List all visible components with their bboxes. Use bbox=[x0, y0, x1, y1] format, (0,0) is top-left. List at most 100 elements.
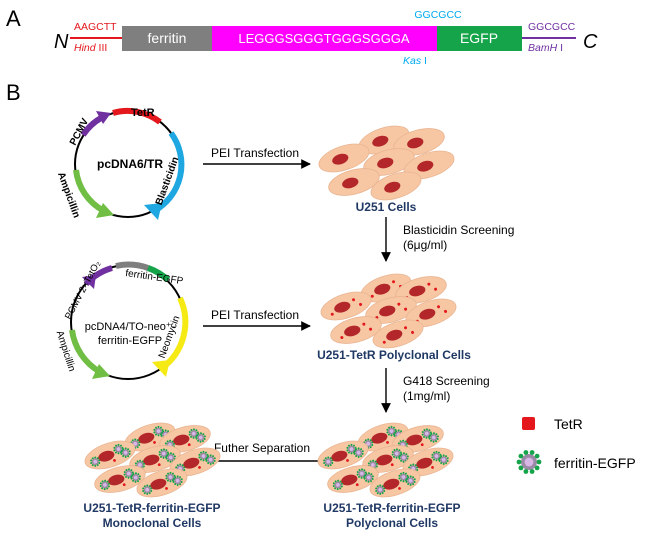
ferritin-egfp-particle bbox=[158, 448, 169, 459]
tetr-dot bbox=[370, 294, 374, 298]
cell bbox=[402, 447, 454, 477]
tetr-dot bbox=[404, 307, 408, 311]
fe-polyclonal-caption-line1: U251-TetR-ferritin-EGFP bbox=[323, 501, 460, 515]
ferritin-egfp-particle bbox=[375, 484, 386, 495]
ferritin-block bbox=[122, 26, 212, 51]
ferritin-egfp-particle bbox=[165, 452, 176, 463]
ferritin-egfp-particle bbox=[421, 428, 432, 439]
egfp-block-label: EGFP bbox=[460, 30, 498, 46]
fe-monoclonal-caption-line1: U251-TetR-ferritin-EGFP bbox=[83, 501, 220, 515]
c-terminus-label: C bbox=[583, 31, 598, 53]
ferritin-egfp-particle bbox=[99, 479, 110, 491]
cell-nucleus bbox=[143, 454, 160, 466]
cell-nucleus bbox=[384, 181, 401, 193]
tetr-dot bbox=[437, 305, 441, 309]
cell-nucleus bbox=[371, 432, 388, 444]
ferritin-block-label: ferritin bbox=[148, 30, 187, 46]
ferritin-egfp-particle bbox=[195, 432, 206, 443]
cell bbox=[330, 316, 382, 344]
cell-nucleus bbox=[406, 434, 423, 446]
hind-enzyme-label: Hind III bbox=[74, 42, 107, 54]
fe-monoclonal-caption-line2: Monoclonal Cells bbox=[103, 516, 202, 530]
ferritin-egfp-particle bbox=[431, 450, 442, 462]
tetr-dot bbox=[330, 312, 334, 316]
ampicillin2-gene-arc bbox=[69, 329, 102, 375]
ampicillin2-arrowhead bbox=[92, 364, 110, 379]
ferritin-egfp-particle bbox=[438, 454, 449, 465]
tetr-dot bbox=[411, 330, 415, 334]
tetr-dot bbox=[346, 459, 349, 462]
tetr-dot bbox=[340, 336, 344, 340]
cell bbox=[136, 468, 188, 498]
cell-nucleus bbox=[342, 177, 359, 189]
fe-polyclonal-caption-line2: Polyclonal Cells bbox=[346, 516, 438, 530]
cell-nucleus bbox=[409, 285, 426, 297]
tetr-dot bbox=[355, 483, 359, 487]
screen2-label-line2: (1mg/ml) bbox=[403, 389, 450, 403]
tetr-dot bbox=[113, 459, 116, 462]
cell-nucleus bbox=[372, 135, 389, 147]
cell-nucleus bbox=[334, 301, 351, 313]
ferritin-egfp-legend-label: ferritin-EGFP bbox=[554, 455, 636, 471]
ferritin-egfp-particle bbox=[113, 443, 124, 455]
pcmv2-promoter-arc bbox=[83, 265, 113, 287]
cell-nucleus bbox=[344, 325, 361, 337]
ferritin-egfp-monoclonal-cell-cluster bbox=[84, 422, 221, 498]
tetr-dot bbox=[153, 441, 156, 444]
cell-nucleus bbox=[331, 450, 348, 462]
cell bbox=[369, 468, 421, 498]
cell bbox=[318, 143, 370, 173]
tetr-dot bbox=[359, 302, 363, 306]
cell bbox=[129, 445, 181, 473]
cell-nucleus bbox=[416, 457, 433, 469]
cell-nucleus bbox=[138, 432, 155, 444]
cell-nucleus bbox=[98, 450, 115, 462]
ferritin-egfp-particle bbox=[332, 479, 343, 491]
tetr-dot bbox=[157, 463, 161, 467]
tetr-dot bbox=[122, 483, 126, 487]
panel-a-label: A bbox=[6, 6, 21, 31]
egfp-gene-arc bbox=[146, 265, 171, 283]
neomycin-arrowhead bbox=[152, 360, 170, 377]
ferritin-egfp-particle bbox=[428, 432, 439, 443]
pcmv-arrowhead bbox=[96, 111, 111, 124]
tetr-dot bbox=[434, 287, 438, 291]
plasmid1-name: pcDNA6/TR bbox=[97, 157, 163, 171]
screen1-label-line1: Blasticidin Screening bbox=[403, 223, 514, 237]
bamh-sequence: GGCGCC bbox=[528, 21, 576, 33]
cell-nucleus bbox=[386, 329, 403, 341]
tetr-dot bbox=[165, 487, 168, 490]
separation-label: Futher Separation bbox=[214, 441, 310, 455]
tetr-dot bbox=[352, 298, 356, 302]
tetr-dot bbox=[398, 487, 401, 490]
cell bbox=[405, 298, 457, 328]
cell-nucleus bbox=[383, 478, 400, 490]
tetr-dot bbox=[390, 463, 394, 467]
tetr-gene-label: TetR bbox=[131, 107, 155, 119]
ferritin-egfp-particle bbox=[142, 484, 153, 495]
cell bbox=[317, 440, 369, 470]
ferritin-egfp-particle bbox=[120, 447, 131, 458]
tetr-dot bbox=[362, 322, 366, 326]
cell-nucleus bbox=[407, 137, 424, 149]
ferritin-egfp-legend-symbol bbox=[516, 450, 542, 474]
egfp-block bbox=[437, 26, 522, 51]
tetr-dot bbox=[369, 327, 373, 331]
plasmid2-name-line2: ferritin-EGFP bbox=[98, 335, 162, 347]
ampicillin-gene-arc bbox=[73, 169, 106, 214]
transfection1-label: PEI Transfection bbox=[211, 146, 299, 160]
tetr-dot bbox=[427, 282, 431, 286]
bamh-enzyme-label: BamH I bbox=[528, 42, 563, 54]
cell bbox=[362, 445, 414, 473]
linker-block-label: LEGGGSGGGTGGGSGGGA bbox=[238, 31, 410, 46]
cell-nucleus bbox=[341, 474, 358, 486]
ferritin-egfp-particle bbox=[353, 447, 364, 458]
blasticidin-arrowhead bbox=[144, 203, 162, 220]
tetr-legend-swatch bbox=[522, 417, 535, 430]
tetr-dot bbox=[431, 466, 434, 469]
tetr-polyclonal-caption: U251-TetR Polyclonal Cells bbox=[317, 348, 471, 362]
tetr-dot bbox=[444, 309, 448, 313]
cell-nucleus bbox=[108, 474, 125, 486]
linker-block bbox=[212, 26, 437, 51]
